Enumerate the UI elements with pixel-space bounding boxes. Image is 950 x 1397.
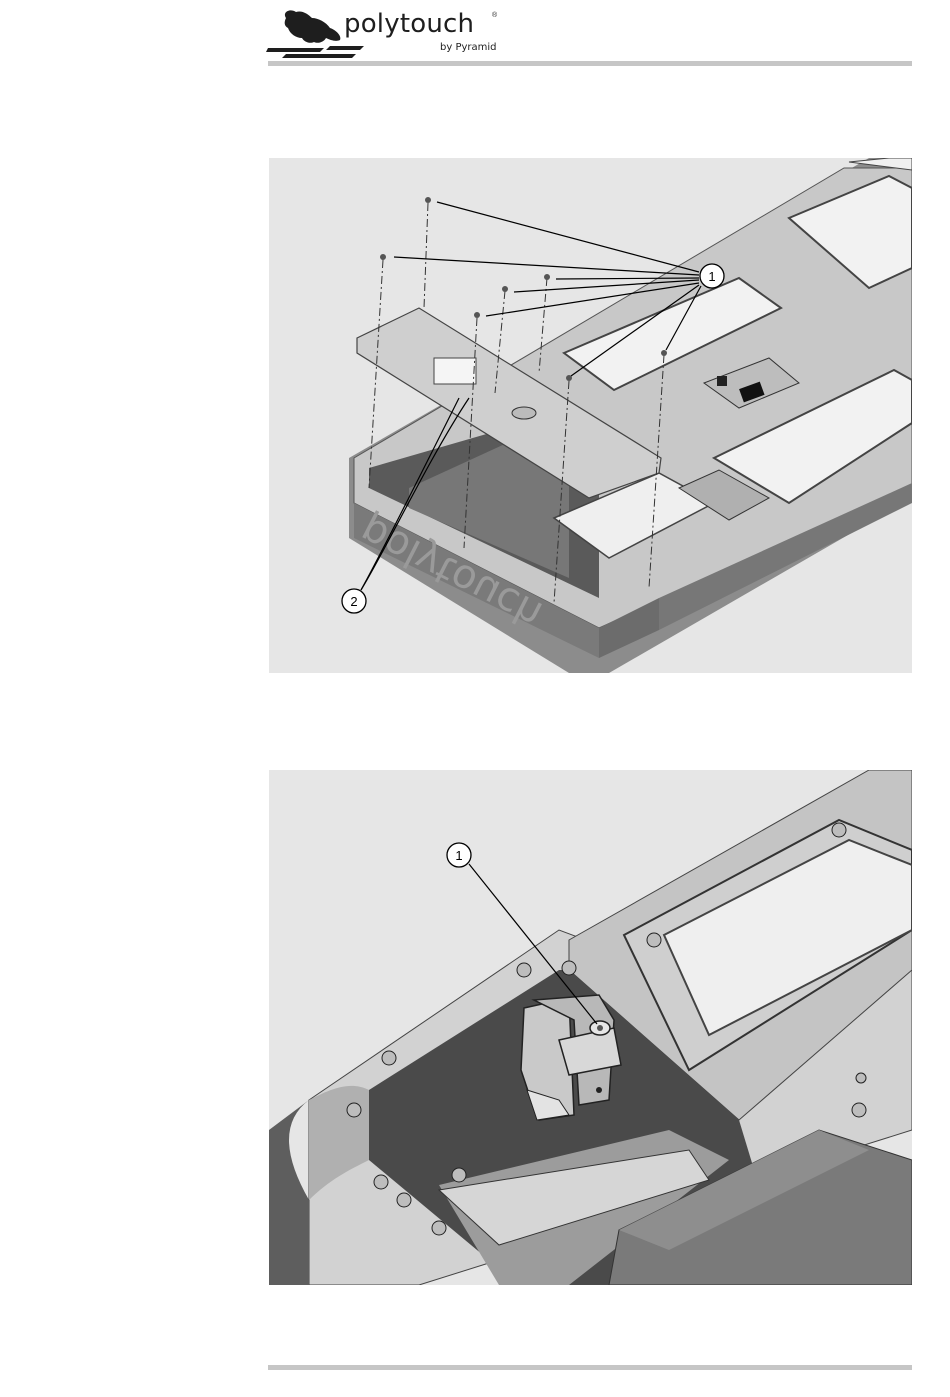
callout-1-fig1: 1 [700, 264, 724, 288]
registered-mark: ® [492, 12, 497, 19]
figure-cover-removal: polytouch [269, 158, 912, 673]
footer-rule [268, 1365, 912, 1370]
callout-2-label: 2 [350, 594, 357, 609]
brand-name: polytouch [344, 9, 474, 39]
callout-2-fig1: 2 [342, 589, 366, 613]
callout-1-label: 1 [455, 848, 462, 863]
callout-1-fig2: 1 [447, 843, 471, 867]
header-rule [268, 61, 912, 66]
latch-assembly [521, 995, 621, 1120]
brand-subtitle: by Pyramid [440, 42, 497, 53]
callout-1-label: 1 [708, 269, 715, 284]
figure-latch-detail: 1 [269, 770, 912, 1285]
